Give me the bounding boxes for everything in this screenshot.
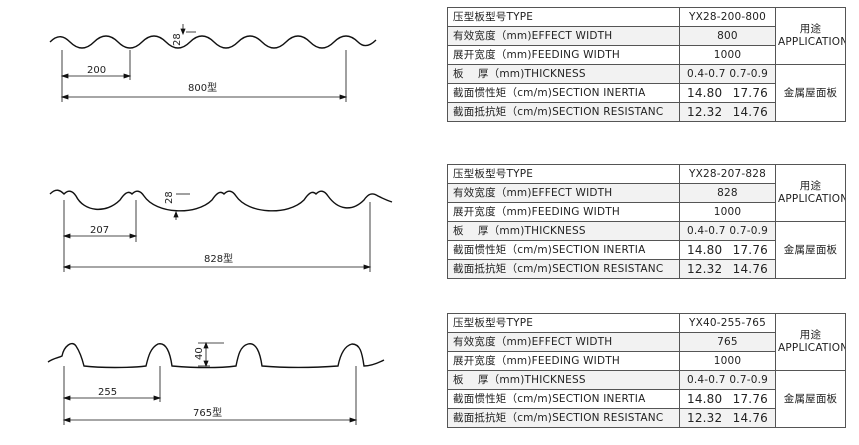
dimension-lines — [62, 341, 358, 425]
application-en: APPLICATION — [778, 36, 846, 48]
pitch-label: 255 — [98, 387, 117, 398]
inertia-a: 14.80 — [687, 243, 723, 257]
application-header: 用途 APPLICATION — [775, 164, 846, 222]
width-label: 765型 — [193, 406, 222, 419]
width-label: 828型 — [204, 252, 233, 265]
application-header: 用途 APPLICATION — [775, 7, 846, 65]
dimension-lines — [62, 193, 372, 272]
feeding-width-label: 展开宽度（mm)FEEDING WIDTH — [447, 45, 680, 65]
type-label: 压型板型号TYPE — [447, 313, 680, 333]
application-cn: 用途 — [799, 23, 822, 35]
spec-table-yx40-255-765: 压型板型号TYPE YX40-255-765 用途 APPLICATION 有效… — [447, 313, 846, 428]
resist-label: 截面抵抗矩（cm/m)SECTION RESISTANC — [447, 259, 680, 279]
dimension-lines — [60, 24, 348, 102]
profile-drawing-828: 207 28 828型 — [0, 160, 440, 285]
profile-curve — [47, 342, 385, 369]
feeding-width-label: 展开宽度（mm)FEEDING WIDTH — [447, 351, 680, 371]
profile-curve — [49, 35, 377, 49]
height-label: 28 — [172, 33, 183, 46]
thickness-label: 板 厚（mm)THICKNESS — [447, 370, 680, 390]
height-label: 40 — [194, 347, 205, 360]
inertia-a: 14.80 — [687, 392, 723, 406]
inertia-label: 截面惯性矩（cm/m)SECTION INERTIA — [447, 240, 680, 260]
inertia-label: 截面惯性矩（cm/m)SECTION INERTIA — [447, 83, 680, 103]
effect-width-label: 有效宽度（mm)EFFECT WIDTH — [447, 183, 680, 203]
inertia-a: 14.80 — [687, 86, 723, 100]
feeding-width-value: 1000 — [679, 202, 776, 222]
type-label: 压型板型号TYPE — [447, 7, 680, 27]
type-label: 压型板型号TYPE — [447, 164, 680, 184]
inertia-label: 截面惯性矩（cm/m)SECTION INERTIA — [447, 389, 680, 409]
application-en: APPLICATION — [778, 342, 846, 354]
resist-b: 14.76 — [732, 105, 768, 119]
effect-width-label: 有效宽度（mm)EFFECT WIDTH — [447, 332, 680, 352]
application-value: 金属屋面板 — [775, 221, 846, 279]
effect-width-label: 有效宽度（mm)EFFECT WIDTH — [447, 26, 680, 46]
profile-drawing-765: 255 40 765型 — [0, 318, 440, 443]
resist-a: 12.32 — [687, 262, 723, 276]
height-label: 28 — [164, 191, 175, 204]
thickness-a: 0.4-0.7 — [687, 374, 726, 386]
feeding-width-value: 1000 — [679, 45, 776, 65]
pitch-label: 200 — [87, 65, 106, 76]
inertia-b: 17.76 — [732, 392, 768, 406]
pitch-label: 207 — [90, 225, 109, 236]
application-value: 金属屋面板 — [775, 64, 846, 122]
effect-width-value: 800 — [679, 26, 776, 46]
inertia-b: 17.76 — [732, 243, 768, 257]
feeding-width-value: 1000 — [679, 351, 776, 371]
thickness-label: 板 厚（mm)THICKNESS — [447, 221, 680, 241]
profile-curve — [49, 189, 393, 212]
model-value: YX40-255-765 — [679, 313, 776, 333]
thickness-a: 0.4-0.7 — [687, 225, 726, 237]
spec-table-yx28-200-800: 压型板型号TYPE YX28-200-800 用途 APPLICATION 有效… — [447, 7, 846, 122]
application-header: 用途 APPLICATION — [775, 313, 846, 371]
thickness-label: 板 厚（mm)THICKNESS — [447, 64, 680, 84]
resist-a: 12.32 — [687, 411, 723, 425]
resist-b: 14.76 — [732, 411, 768, 425]
effect-width-value: 765 — [679, 332, 776, 352]
model-value: YX28-200-800 — [679, 7, 776, 27]
resist-a: 12.32 — [687, 105, 723, 119]
profile-drawing-800: 200 28 800型 — [0, 0, 440, 120]
application-value: 金属屋面板 — [775, 370, 846, 428]
resist-label: 截面抵抗矩（cm/m)SECTION RESISTANC — [447, 102, 680, 122]
spec-table-yx28-207-828: 压型板型号TYPE YX28-207-828 用途 APPLICATION 有效… — [447, 164, 846, 279]
thickness-a: 0.4-0.7 — [687, 68, 726, 80]
resist-b: 14.76 — [732, 262, 768, 276]
application-en: APPLICATION — [778, 193, 846, 205]
feeding-width-label: 展开宽度（mm)FEEDING WIDTH — [447, 202, 680, 222]
application-cn: 用途 — [799, 329, 822, 341]
inertia-b: 17.76 — [732, 86, 768, 100]
effect-width-value: 828 — [679, 183, 776, 203]
thickness-b: 0.7-0.9 — [729, 225, 768, 237]
resist-label: 截面抵抗矩（cm/m)SECTION RESISTANC — [447, 408, 680, 428]
thickness-b: 0.7-0.9 — [729, 68, 768, 80]
thickness-b: 0.7-0.9 — [729, 374, 768, 386]
application-cn: 用途 — [799, 180, 822, 192]
width-label: 800型 — [188, 81, 217, 94]
model-value: YX28-207-828 — [679, 164, 776, 184]
